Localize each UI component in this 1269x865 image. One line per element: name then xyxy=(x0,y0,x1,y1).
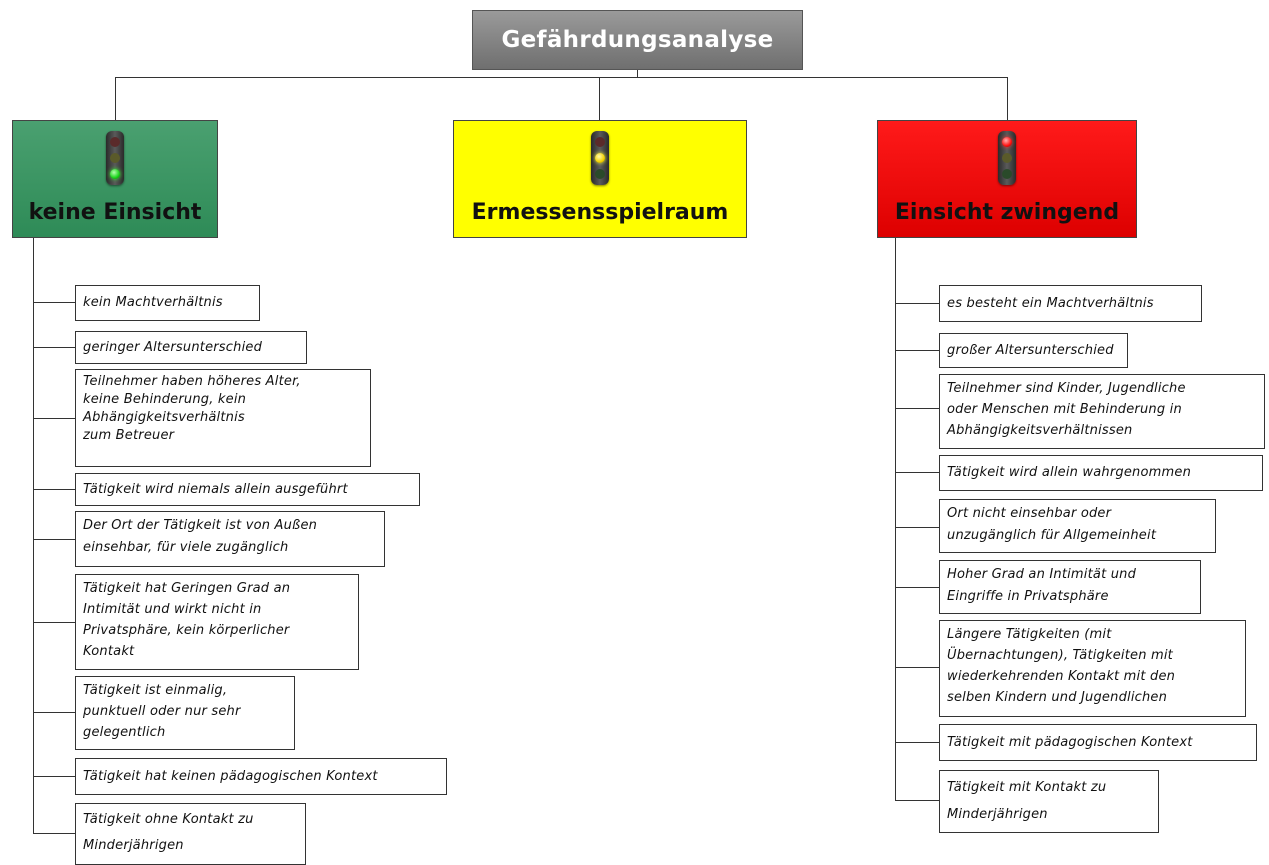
connector-left-drop xyxy=(115,77,116,120)
traffic-light-green-lamp xyxy=(110,169,120,179)
left-item-connector xyxy=(33,776,75,777)
branch-label: Einsicht zwingend xyxy=(894,200,1120,225)
left-item[interactable]: kein Machtverhältnis xyxy=(75,285,260,321)
right-item-connector xyxy=(895,527,939,528)
traffic-light-red-lamp xyxy=(1002,137,1012,147)
branch-label: Ermessensspielraum xyxy=(471,200,729,225)
traffic-light-yellow-lamp xyxy=(1002,153,1012,163)
right-item[interactable]: Teilnehmer sind Kinder, Jugendliche oder… xyxy=(939,374,1265,449)
traffic-light-red-lamp xyxy=(595,137,605,147)
left-branch-spine xyxy=(33,238,34,834)
right-item[interactable]: es besteht ein Machtverhältnis xyxy=(939,285,1202,322)
left-item[interactable]: Der Ort der Tätigkeit ist von Außen eins… xyxy=(75,511,385,567)
left-item[interactable]: Tätigkeit ohne Kontakt zu Minderjährigen xyxy=(75,803,306,865)
left-item-connector xyxy=(33,622,75,623)
traffic-light-red-lamp xyxy=(110,137,120,147)
right-item-connector xyxy=(895,303,939,304)
connector-root-stem xyxy=(637,70,638,78)
branch-einsicht-zwingend[interactable]: Einsicht zwingend xyxy=(877,120,1137,238)
right-item-connector xyxy=(895,472,939,473)
branch-label: keine Einsicht xyxy=(28,200,202,225)
right-item[interactable]: Tätigkeit wird allein wahrgenommen xyxy=(939,455,1263,491)
traffic-light-yellow-icon xyxy=(591,131,609,185)
connector-right-drop xyxy=(1007,77,1008,120)
left-item-connector xyxy=(33,539,75,540)
traffic-light-yellow-lamp xyxy=(110,153,120,163)
right-item-connector xyxy=(895,800,939,801)
right-item-connector xyxy=(895,587,939,588)
connector-middle-drop xyxy=(599,77,600,120)
root-title: Gefährdungsanalyse xyxy=(501,27,774,53)
right-item[interactable]: Längere Tätigkeiten (mit Übernachtungen)… xyxy=(939,620,1246,717)
left-item[interactable]: Tätigkeit hat Geringen Grad an Intimität… xyxy=(75,574,359,670)
left-item-connector xyxy=(33,347,75,348)
left-item-connector xyxy=(33,833,75,834)
right-item-connector xyxy=(895,408,939,409)
traffic-light-green-icon xyxy=(106,131,124,185)
right-item[interactable]: Hoher Grad an Intimität und Eingriffe in… xyxy=(939,560,1201,614)
right-item[interactable]: Tätigkeit mit Kontakt zu Minderjährigen xyxy=(939,770,1159,833)
left-item[interactable]: geringer Altersunterschied xyxy=(75,331,307,364)
traffic-light-green-lamp xyxy=(1002,169,1012,179)
traffic-light-red-icon xyxy=(998,131,1016,185)
branch-ermessensspielraum[interactable]: Ermessensspielraum xyxy=(453,120,747,238)
connector-horizontal xyxy=(115,77,1008,78)
left-item-connector xyxy=(33,418,75,419)
left-item[interactable]: Tätigkeit ist einmalig, punktuell oder n… xyxy=(75,676,295,750)
left-item[interactable]: Tätigkeit hat keinen pädagogischen Konte… xyxy=(75,758,447,795)
root-node[interactable]: Gefährdungsanalyse xyxy=(472,10,803,70)
right-item[interactable]: großer Altersunterschied xyxy=(939,333,1128,368)
traffic-light-green-lamp xyxy=(595,169,605,179)
right-item[interactable]: Ort nicht einsehbar oder unzugänglich fü… xyxy=(939,499,1216,553)
right-item-connector xyxy=(895,667,939,668)
right-item-connector xyxy=(895,742,939,743)
left-item-connector xyxy=(33,302,75,303)
right-item-connector xyxy=(895,350,939,351)
branch-keine-einsicht[interactable]: keine Einsicht xyxy=(12,120,218,238)
traffic-light-yellow-lamp xyxy=(595,153,605,163)
left-item[interactable]: Teilnehmer haben höheres Alter, keine Be… xyxy=(75,369,371,467)
right-branch-spine xyxy=(895,238,896,800)
left-item[interactable]: Tätigkeit wird niemals allein ausgeführt xyxy=(75,473,420,506)
left-item-connector xyxy=(33,712,75,713)
right-item[interactable]: Tätigkeit mit pädagogischen Kontext xyxy=(939,724,1257,761)
left-item-connector xyxy=(33,489,75,490)
